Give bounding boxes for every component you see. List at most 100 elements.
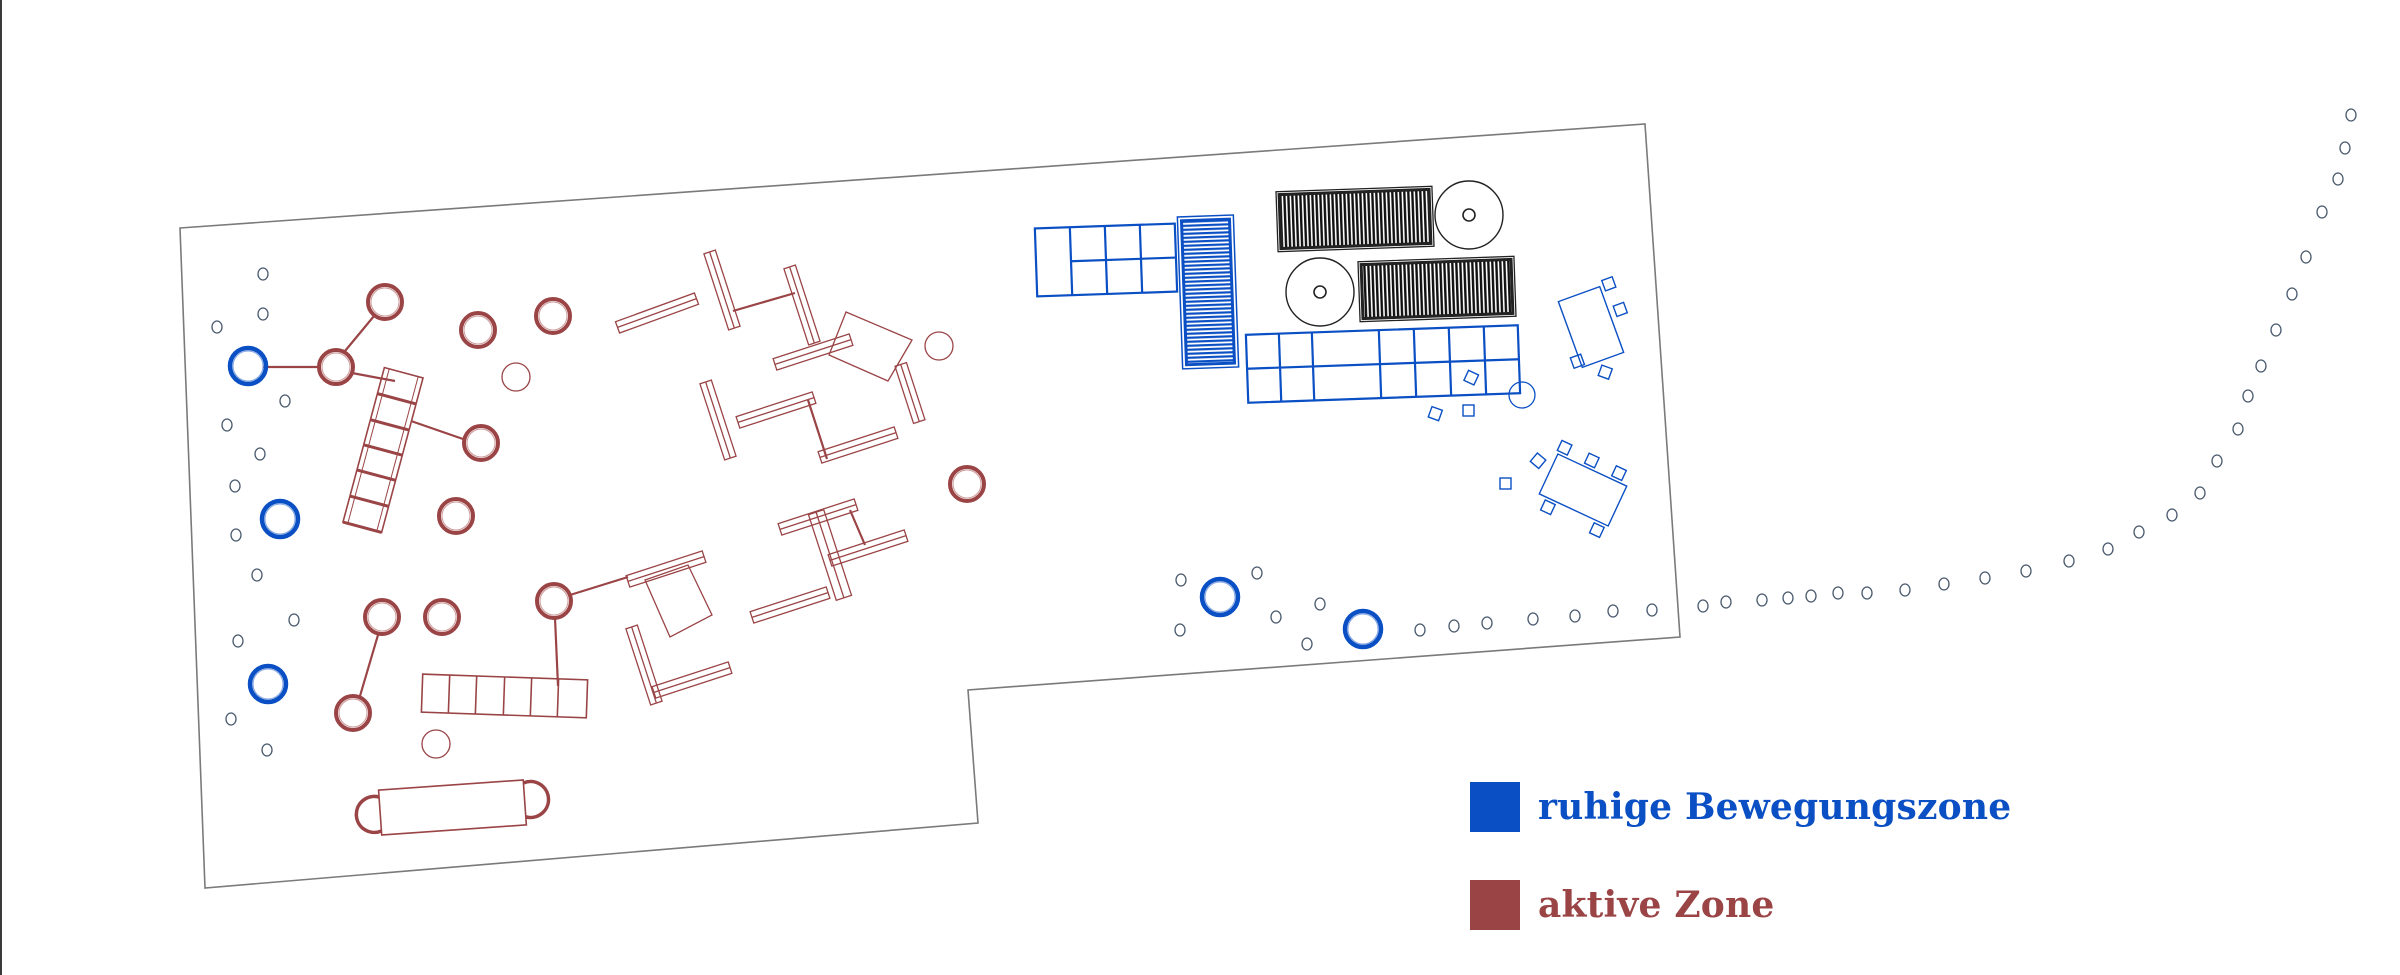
thin-circle (501, 362, 531, 392)
marker-dot (1832, 586, 1844, 600)
seating-grid-left (1033, 222, 1179, 298)
marker-dot (1646, 603, 1658, 617)
marker-dot (2316, 205, 2328, 219)
active-ring-inner (370, 287, 400, 317)
active-ring (459, 311, 497, 349)
marker-dot (2102, 542, 2114, 556)
marker-dot (2133, 525, 2145, 539)
marker-dot (2166, 508, 2178, 522)
marker-dot (261, 743, 273, 757)
play-stepping-rings (317, 283, 986, 732)
tank (1434, 180, 1504, 250)
active-ring (534, 297, 572, 335)
marker-dot (1301, 637, 1313, 651)
quiet-ring (259, 498, 301, 540)
marker-dot (254, 447, 266, 461)
marker-dot (1782, 591, 1794, 605)
marker-dot (288, 613, 300, 627)
marker-dot (279, 394, 291, 408)
marker-dot (2345, 108, 2357, 122)
site-boundary-outline (179, 123, 1681, 889)
balance-beam-cluster-top (614, 249, 926, 464)
active-ring-inner (321, 352, 351, 382)
marker-dot (1720, 595, 1732, 609)
active-zone-group (263, 249, 986, 836)
marker-dot (232, 634, 244, 648)
marker-dot (2194, 486, 2206, 500)
marker-dot (1270, 610, 1282, 624)
storage-structures (1275, 180, 1517, 327)
marker-dot (1697, 599, 1709, 613)
path-marker-dots (211, 108, 2357, 757)
long-table-with-seats (354, 779, 551, 836)
marker-dot (2270, 323, 2282, 337)
rope-link (358, 634, 380, 697)
round-stool (1508, 381, 1536, 409)
marker-dot (1861, 586, 1873, 600)
legend-label-quiet-zone: ruhige Bewegungszone (1538, 786, 2012, 828)
marker-dot (2232, 422, 2244, 436)
active-ring-inner (466, 428, 496, 458)
marker-dot (2339, 141, 2351, 155)
active-ring-inner (538, 301, 568, 331)
marker-dot (1979, 571, 1991, 585)
rope-link (569, 575, 629, 597)
marker-dot (257, 307, 269, 321)
active-ring (462, 424, 500, 462)
thin-circle-markers (421, 331, 954, 759)
active-ring (363, 598, 401, 636)
marker-dot (225, 712, 237, 726)
quiet-ring-inner (252, 668, 284, 700)
marker-dot (257, 267, 269, 281)
active-ring (535, 582, 573, 620)
quiet-zone-group (227, 214, 1629, 705)
marker-dot (211, 320, 223, 334)
marker-dot (221, 418, 233, 432)
container (1357, 255, 1517, 323)
marker-dot (230, 528, 242, 542)
container (1275, 185, 1435, 253)
marker-dot (1938, 577, 1950, 591)
marker-dot (251, 568, 263, 582)
active-ring-inner (427, 602, 457, 632)
hatched-walkway-strip (1176, 214, 1240, 370)
active-ring-inner (441, 501, 471, 531)
marker-dot (229, 479, 241, 493)
marker-dot (2286, 287, 2298, 301)
quiet-ring (247, 663, 289, 705)
active-ring-inner (952, 469, 982, 499)
marker-dot (1448, 619, 1460, 633)
marker-dot (1314, 597, 1326, 611)
active-ring (437, 497, 475, 535)
tank-center (1313, 285, 1327, 299)
marker-dot (1414, 623, 1426, 637)
marker-dot (1481, 616, 1493, 630)
seating-grid-bottom (1244, 324, 1522, 404)
marker-dot (2063, 554, 2075, 568)
bench-row (420, 673, 589, 719)
marker-dot (1899, 583, 1911, 597)
quiet-ring-inner (232, 350, 264, 382)
marker-dot (1756, 593, 1768, 607)
quiet-ring (1342, 608, 1384, 650)
page-left-border (0, 0, 2, 975)
play-rope-links (263, 315, 629, 697)
rope-link (553, 617, 560, 687)
marker-dot (2300, 250, 2312, 264)
legend-item-quiet-zone: ruhige Bewegungszone (1470, 782, 2011, 832)
marker-dot (2242, 389, 2254, 403)
quiet-ring (227, 345, 269, 387)
rope-link (410, 419, 464, 441)
legend-item-active-zone: aktive Zone (1470, 880, 1775, 930)
round-tanks (1285, 180, 1504, 327)
quiet-ring-inner (264, 503, 296, 535)
legend-label-active-zone: aktive Zone (1538, 884, 1775, 926)
picnic-table-upper (1557, 275, 1629, 381)
marker-dot (1527, 612, 1539, 626)
balance-beam-cluster-bottom (625, 498, 909, 706)
rope-link (344, 315, 375, 352)
active-ring (317, 348, 355, 386)
quiet-ring (1199, 576, 1241, 618)
marker-dot (2211, 454, 2223, 468)
